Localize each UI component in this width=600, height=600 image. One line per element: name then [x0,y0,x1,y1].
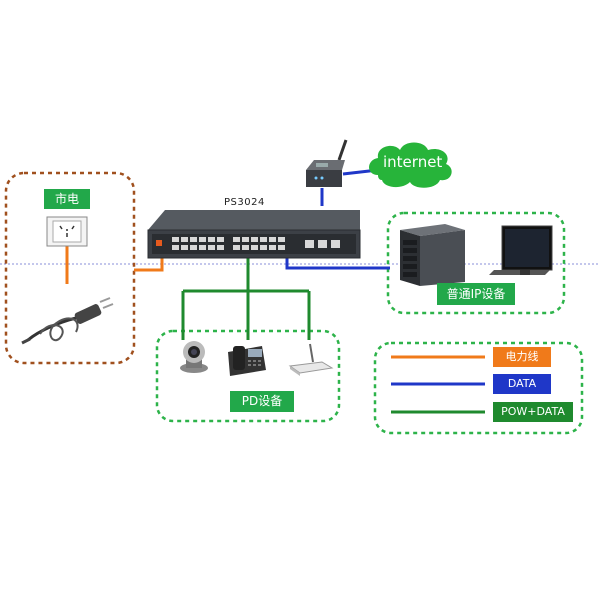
ip-data-line [285,258,390,270]
ip-phone-icon [228,346,266,376]
power-group-label: 市电 [44,189,90,209]
monitor-icon [489,225,553,275]
server-tower-icon [400,224,465,286]
ip-camera-icon [180,341,208,373]
internet-label: internet [383,153,443,171]
pd-group-label: PD设备 [230,391,294,412]
power-to-switch-line [134,256,164,272]
switch-model-label: PS3024 [224,197,265,208]
legend-box [373,341,584,435]
poe-switch-icon [147,210,361,259]
legend-power-label: 电力线 [493,347,551,367]
power-group-box [4,171,136,365]
router-icon [306,139,348,187]
legend-data-label: DATA [493,374,551,394]
wall-socket-icon [46,216,88,247]
internet-cloud-icon [369,142,452,188]
ip-group-box [386,211,566,315]
power-plug-icon [21,297,114,345]
ip-group-label: 普通IP设备 [437,283,515,305]
legend-poe-label: POW+DATA [493,402,573,422]
wireless-ap-icon [288,343,334,376]
